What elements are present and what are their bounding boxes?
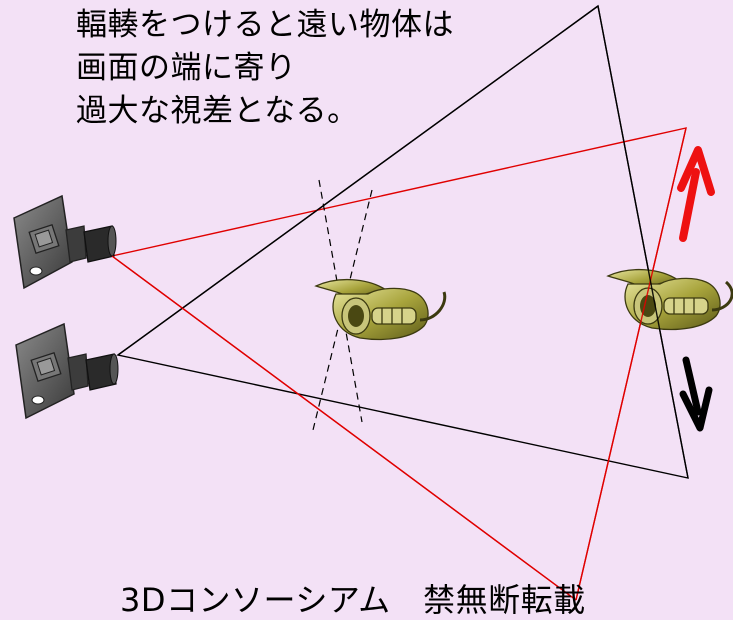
camera-icon	[15, 322, 119, 420]
down-arrow-icon	[679, 356, 713, 432]
caption-line-1: 輻輳をつけると遠い物体は	[76, 7, 454, 43]
lower-camera-frustum	[116, 4, 689, 479]
horn-icon	[314, 278, 447, 341]
caption-line-2: 画面の端に寄り	[76, 50, 297, 86]
caption: 輻輳をつけると遠い物体は 画面の端に寄り 過大な視差となる。	[76, 4, 454, 133]
camera-icon	[13, 194, 117, 290]
caption-line-3: 過大な視差となる。	[76, 93, 359, 129]
upper-camera-frustum	[111, 127, 687, 601]
horn-icon	[606, 268, 733, 331]
convergence-diagram	[13, 4, 733, 601]
copyright-footer: 3Dコンソーシアム 禁無断転載	[120, 581, 586, 619]
up-arrow-icon	[677, 146, 715, 242]
